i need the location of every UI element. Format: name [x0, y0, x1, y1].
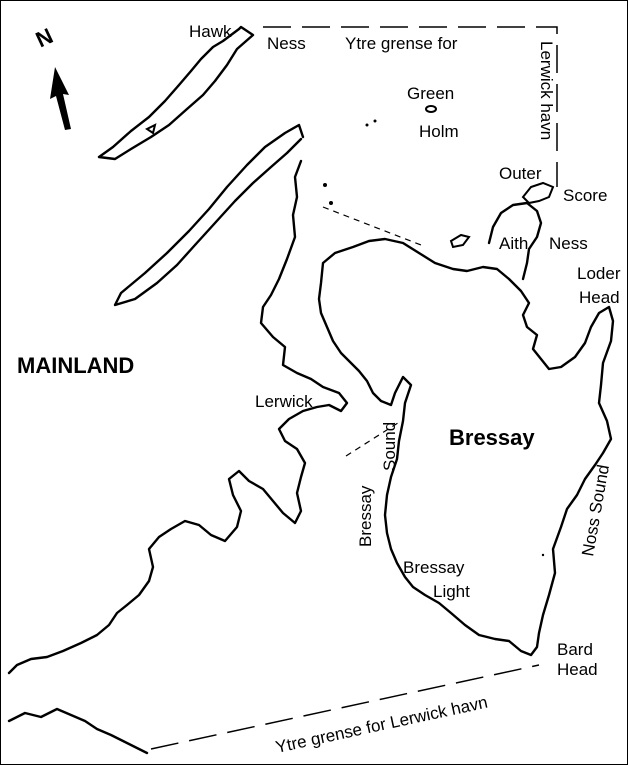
north-label: N [32, 23, 57, 52]
label-hawk: Hawk [189, 22, 232, 41]
outer-boundary-bottom [150, 664, 540, 750]
label-aith: Aith [499, 234, 528, 253]
label-ytre-bottom: Ytre grense for Lerwick havn [274, 693, 490, 757]
islet-speck [323, 183, 327, 187]
label-holm: Holm [419, 122, 459, 141]
mainland-peninsula-coast [97, 25, 255, 161]
islet-speck [365, 123, 369, 127]
label-ness-aith: Ness [549, 234, 588, 253]
aith-ness-coast [487, 201, 543, 281]
outer-score-islet [521, 181, 555, 205]
north-entrance-line [322, 206, 422, 246]
peninsula-islet [145, 123, 157, 135]
label-noss-sound: Noss Sound [578, 463, 613, 558]
label-head-loder: Head [579, 288, 620, 307]
label-ytre-top: Ytre grense for [345, 34, 458, 53]
label-green: Green [407, 84, 454, 103]
label-bressay: Bressay [449, 425, 535, 450]
bressay-coast [317, 237, 615, 657]
label-bressay-sound-a: Bressay [356, 485, 375, 547]
outer-boundary-top [263, 26, 558, 187]
label-head-bard: Head [557, 660, 598, 679]
label-outer: Outer [499, 164, 542, 183]
islet-speck [541, 553, 545, 557]
label-ness-top: Ness [267, 34, 306, 53]
green-holm-islet [425, 105, 437, 113]
north-arrow-icon [50, 67, 71, 130]
mainland-coast [7, 123, 349, 675]
aith-islet [449, 233, 471, 249]
label-bressay-light-a: Bressay [403, 558, 465, 577]
islet-speck [373, 119, 377, 123]
islet-speck [329, 201, 333, 205]
label-mainland: MAINLAND [17, 353, 134, 378]
label-loder: Loder [577, 264, 621, 283]
mainland-south-coast [7, 707, 149, 755]
label-lerwick: Lerwick [255, 392, 313, 411]
label-lerwick-havn-vertical: Lerwick havn [537, 41, 556, 140]
label-bressay-light-b: Light [433, 582, 470, 601]
label-bard: Bard [557, 640, 593, 659]
label-bressay-sound-b: Sound [380, 422, 399, 471]
label-score: Score [563, 186, 607, 205]
